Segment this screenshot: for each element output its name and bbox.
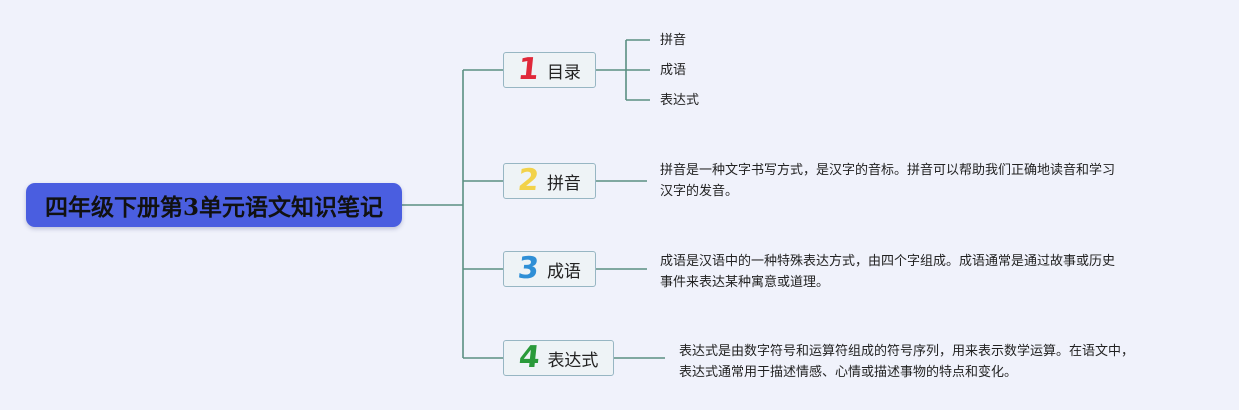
number-3-icon: 3: [516, 251, 541, 286]
branch-label-expression: 表达式: [547, 350, 599, 371]
number-2-icon: 2: [516, 163, 541, 198]
branch-node-idiom[interactable]: 3 成语: [503, 251, 596, 287]
expression-description[interactable]: 表达式是由数字符号和运算符组成的符号序列，用来表示数学运算。在语文中， 表达式通…: [679, 341, 1179, 383]
leaf-idiom[interactable]: 成语: [660, 63, 687, 78]
number-1-icon: 1: [516, 52, 541, 87]
leaf-expression[interactable]: 表达式: [660, 93, 700, 108]
branch-node-contents[interactable]: 1 目录: [503, 52, 596, 88]
idiom-description-line1: 成语是汉语中的一种特殊表达方式，由四个字组成。成语通常是通过故事或历史: [660, 254, 1116, 269]
leaf-connector-1: [596, 39, 650, 101]
branch-label-idiom: 成语: [546, 261, 581, 282]
branch-label-contents: 目录: [546, 62, 581, 83]
branch-node-pinyin[interactable]: 2 拼音: [503, 163, 596, 199]
expression-description-line2: 表达式通常用于描述情感、心情或描述事物的特点和变化。: [679, 365, 1018, 380]
root-topic[interactable]: 四年级下册第3单元语文知识笔记: [26, 183, 402, 227]
branch-node-expression[interactable]: 4 表达式: [503, 340, 614, 376]
pinyin-description-line2: 汉字的发音。: [660, 184, 739, 199]
expression-description-line1: 表达式是由数字符号和运算符组成的符号序列，用来表示数学运算。在语文中，: [679, 344, 1135, 359]
leaf-pinyin[interactable]: 拼音: [660, 33, 687, 48]
idiom-description[interactable]: 成语是汉语中的一种特殊表达方式，由四个字组成。成语通常是通过故事或历史 事件来表…: [660, 251, 1160, 293]
branch-label-pinyin: 拼音: [546, 173, 581, 194]
root-title: 四年级下册第3单元语文知识笔记: [44, 194, 383, 221]
pinyin-description-line1: 拼音是一种文字书写方式，是汉字的音标。拼音可以帮助我们正确地读音和学习: [660, 163, 1116, 178]
number-4-icon: 4: [516, 340, 542, 375]
pinyin-description[interactable]: 拼音是一种文字书写方式，是汉字的音标。拼音可以帮助我们正确地读音和学习 汉字的发…: [660, 160, 1160, 202]
idiom-description-line2: 事件来表达某种寓意或道理。: [660, 275, 830, 290]
